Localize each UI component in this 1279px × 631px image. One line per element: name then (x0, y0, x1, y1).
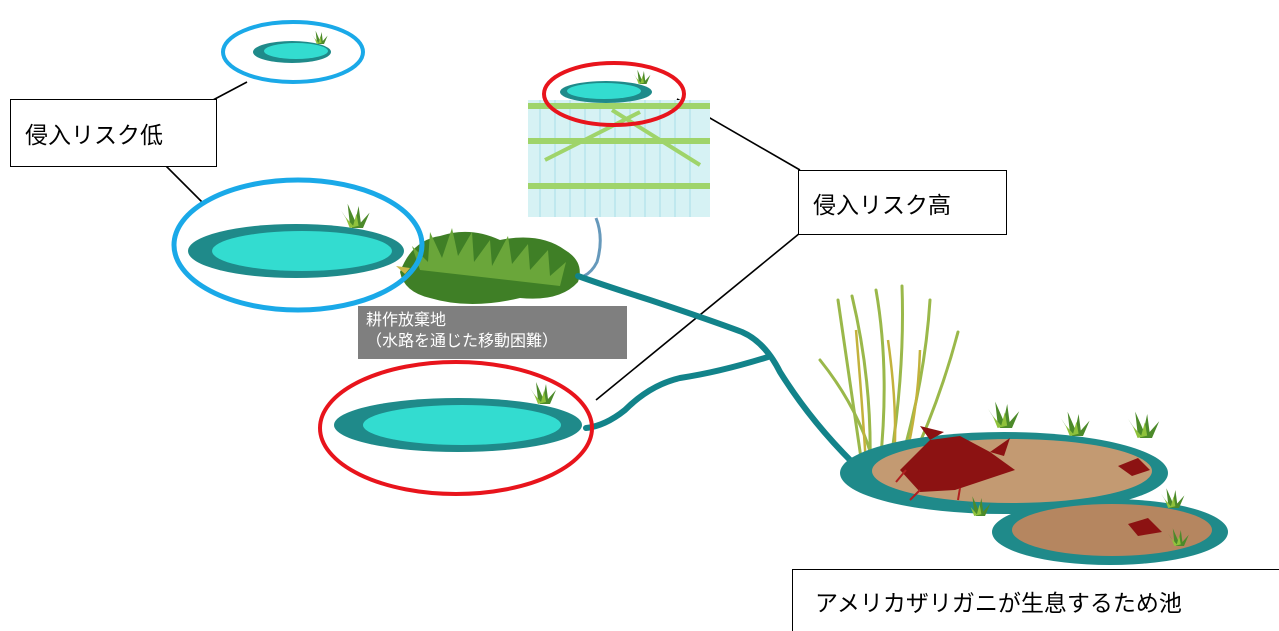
large-pond-icon (188, 203, 404, 278)
small-pond-icon (253, 30, 331, 63)
label-crayfish-pond: アメリカザリガニが生息するため池 (792, 569, 1279, 631)
crayfish-pond-icon (818, 284, 1228, 565)
label-risk-high: 侵入リスク高 (798, 170, 1007, 235)
water-channel (575, 273, 855, 465)
abandoned-line2: （水路を通じた移動困難） (366, 331, 559, 350)
abandoned-line1: 耕作放棄地 (366, 310, 447, 329)
low-risk-ring-large (171, 177, 425, 313)
lower-pond-icon (334, 382, 582, 452)
label-abandoned-farmland: 耕作放棄地 （水路を通じた移動困難） (358, 306, 627, 359)
label-risk-low-text: 侵入リスク低 (25, 123, 163, 149)
label-risk-high-text: 侵入リスク高 (813, 192, 951, 219)
high-risk-ring-lower (318, 360, 594, 496)
label-risk-low: 侵入リスク低 (10, 99, 217, 167)
low-risk-ring-small (221, 20, 365, 84)
label-crayfish-pond-text: アメリカザリガニが生息するため池 (815, 590, 1182, 617)
high-risk-ring-paddy (542, 61, 686, 127)
abandoned-farmland-icon (396, 228, 580, 304)
paddy-field-icon (528, 69, 710, 278)
